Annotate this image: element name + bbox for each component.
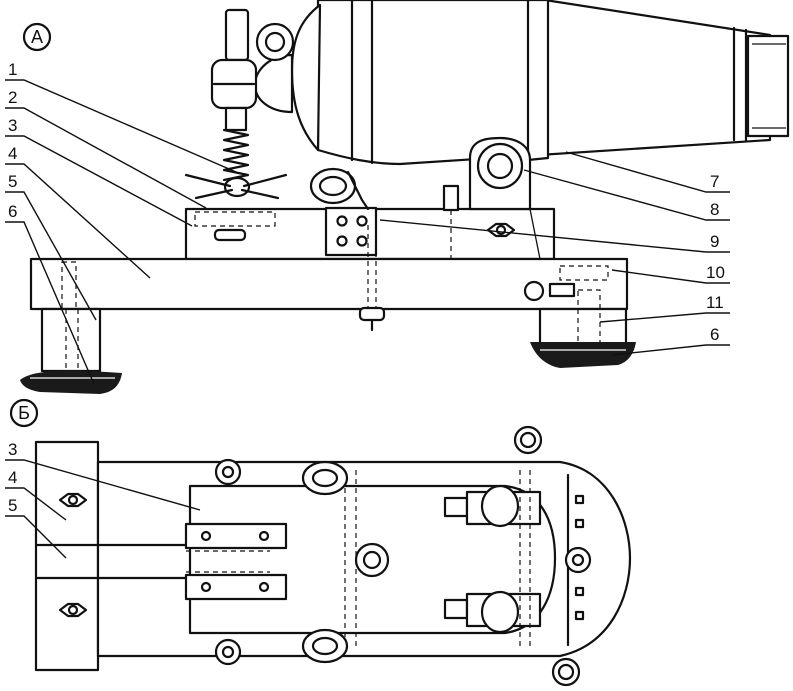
callout-2: 2 bbox=[8, 88, 17, 107]
elevation-screw bbox=[184, 8, 288, 200]
callout-5: 5 bbox=[8, 172, 17, 191]
view-b-marker bbox=[9, 398, 39, 428]
upper-carriage bbox=[184, 136, 556, 262]
view-b: Б bbox=[5, 398, 632, 687]
front-leg bbox=[20, 307, 122, 394]
callout-8: 8 bbox=[710, 200, 719, 219]
callouts-a: 1 2 3 4 5 6 7 8 9 10 11 6 bbox=[8, 60, 725, 344]
main-frame bbox=[96, 425, 632, 687]
callout-3: 3 bbox=[8, 116, 17, 135]
rear-leg bbox=[530, 289, 636, 368]
front-beams bbox=[34, 440, 100, 672]
cannon-barrel bbox=[253, 0, 790, 166]
callout-b-4: 4 bbox=[8, 468, 17, 487]
callout-1: 1 bbox=[8, 60, 17, 79]
callout-10: 10 bbox=[706, 263, 725, 282]
callout-6: 6 bbox=[8, 202, 17, 221]
callout-7: 7 bbox=[710, 172, 719, 191]
callout-b-5: 5 bbox=[8, 496, 17, 515]
callout-9: 9 bbox=[710, 232, 719, 251]
callout-11: 11 bbox=[706, 293, 724, 312]
view-a: А bbox=[5, 0, 790, 394]
leaders-a bbox=[5, 79, 730, 385]
callout-6-rear: 6 bbox=[710, 325, 719, 344]
leaders-b bbox=[5, 459, 201, 559]
view-b-label: Б bbox=[18, 403, 30, 423]
callout-4: 4 bbox=[8, 144, 17, 163]
view-a-label: А bbox=[31, 27, 43, 47]
callouts-b: 3 4 5 bbox=[8, 440, 17, 515]
callout-b-3: 3 bbox=[8, 440, 17, 459]
view-a-marker bbox=[22, 22, 52, 52]
